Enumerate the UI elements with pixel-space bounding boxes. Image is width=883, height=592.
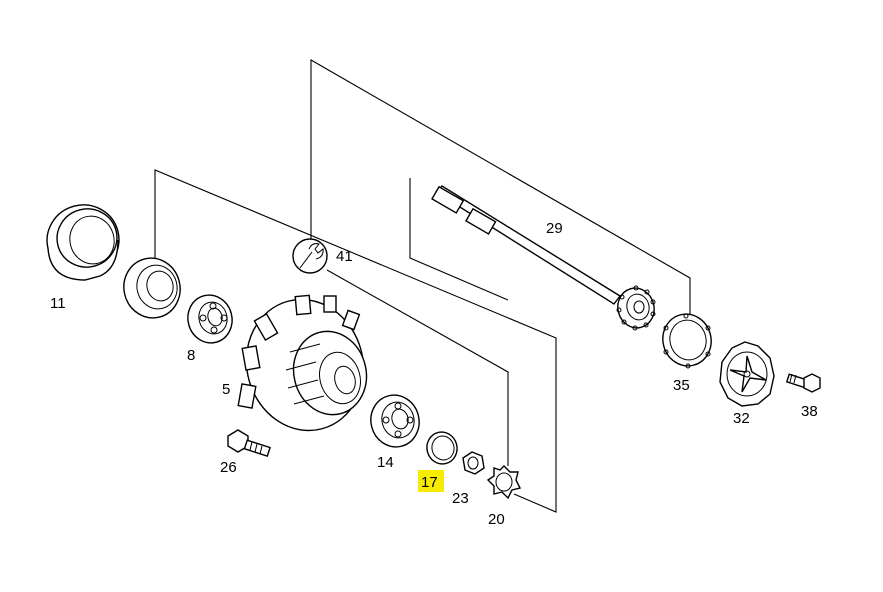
label-11[interactable]: 11 bbox=[50, 295, 66, 312]
part-5-hub[interactable] bbox=[232, 286, 378, 444]
part-ring-seal[interactable] bbox=[117, 252, 187, 324]
leader-lines bbox=[154, 59, 691, 513]
label-23[interactable]: 23 bbox=[452, 490, 469, 507]
part-26-bolt[interactable] bbox=[227, 429, 271, 458]
gear-teeth bbox=[616, 285, 656, 331]
callout-labels: 11 8 5 26 14 17 23 20 41 29 35 32 38 bbox=[50, 220, 818, 528]
part-17-snap-ring[interactable] bbox=[423, 429, 460, 468]
part-23-nut[interactable] bbox=[462, 451, 485, 475]
label-8[interactable]: 8 bbox=[187, 347, 195, 364]
label-17[interactable]: 17 bbox=[421, 474, 438, 491]
part-38-bolt[interactable] bbox=[785, 373, 821, 393]
highlight-17 bbox=[418, 470, 444, 492]
part-20-lock-washer[interactable] bbox=[486, 465, 522, 500]
part-14-bearing[interactable] bbox=[365, 390, 425, 453]
label-32[interactable]: 32 bbox=[733, 410, 750, 427]
wrench-icon[interactable] bbox=[292, 238, 328, 274]
label-5[interactable]: 5 bbox=[222, 381, 230, 398]
part-8-bearing[interactable] bbox=[183, 290, 238, 348]
part-35-gasket[interactable] bbox=[657, 309, 717, 372]
part-11-cup[interactable] bbox=[39, 197, 127, 283]
label-38[interactable]: 38 bbox=[801, 403, 818, 420]
part-29-shaft[interactable] bbox=[431, 185, 659, 332]
label-35[interactable]: 35 bbox=[673, 377, 690, 394]
label-41[interactable]: 41 bbox=[336, 248, 353, 265]
label-14[interactable]: 14 bbox=[377, 454, 394, 471]
label-20[interactable]: 20 bbox=[488, 511, 505, 528]
part-32-hub-cap[interactable] bbox=[719, 341, 775, 407]
label-26[interactable]: 26 bbox=[220, 459, 237, 476]
label-29[interactable]: 29 bbox=[546, 220, 563, 237]
